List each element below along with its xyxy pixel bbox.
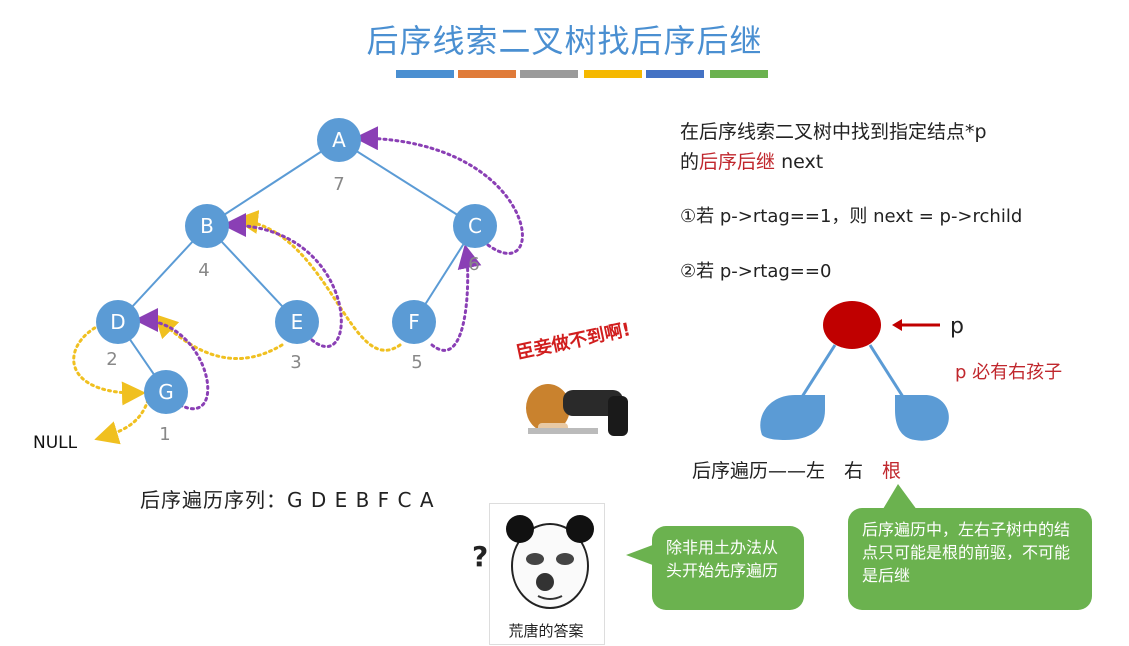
thread-g-left-null [94, 398, 150, 445]
null-label: NULL [33, 433, 78, 453]
thread-e-left-d [153, 313, 284, 360]
problem-description: 在后序线索二叉树中找到指定结点*p 的后序后继 next [680, 117, 1100, 177]
postorder-index-d: 2 [106, 349, 117, 370]
postorder-successor-highlight: 后序后继 [699, 151, 776, 173]
postorder-index-e: 3 [290, 352, 301, 373]
alternative-bubble: 除非用土办法从头开始先序遍历 [652, 526, 804, 610]
postorder-index-b: 4 [198, 260, 209, 281]
title-color-bar-segment [584, 70, 642, 78]
tree-node-f [392, 300, 436, 344]
tree-node-label-e: E [291, 310, 304, 334]
tree-node-label-d: D [110, 310, 125, 334]
rule-1: ①若 p->rtag==1，则 next = p->rchild [680, 206, 1023, 227]
p-has-right-child-note: p 必有右孩子 [955, 362, 1063, 383]
subtree-diagram [760, 301, 949, 441]
tree-edge-a-b [206, 139, 340, 227]
tree-edge-a-c [338, 139, 476, 227]
tree-node-b [185, 204, 229, 248]
tree-node-e [275, 300, 319, 344]
order-root: 根 [882, 460, 902, 482]
right-subtree-shape [895, 395, 949, 441]
description-line-1: 在后序线索二叉树中找到指定结点*p [680, 121, 987, 143]
panda-face-icon [506, 515, 594, 609]
postorder-sequence: 后序遍历序列：G D E B F C A [140, 488, 435, 512]
panda-meme-image [489, 503, 605, 645]
meme-caption: 荒唐的答案 [508, 622, 584, 640]
postorder-order-label: 后序遍历——左 右 根 [692, 456, 901, 483]
question-mark: ? [472, 540, 489, 573]
thread-f-right-c [430, 244, 482, 352]
postorder-index-c: 6 [468, 254, 479, 275]
title-color-bar-segment [458, 70, 516, 78]
rule-2: ②若 p->rtag==0 [680, 261, 832, 282]
tree-node-d [96, 300, 140, 344]
page-title: 后序线索二叉树找后序后继 [366, 22, 763, 60]
thread-e-right-b [222, 213, 343, 349]
thread-d-left-g [72, 323, 146, 406]
description-prefix: 的 [680, 151, 700, 173]
tree-node-c [453, 204, 497, 248]
postorder-index-a: 7 [333, 174, 344, 195]
title-color-bar-segment [646, 70, 704, 78]
right-bubble-tail [880, 484, 920, 514]
postorder-index-f: 5 [411, 352, 422, 373]
postorder-index-g: 1 [159, 424, 170, 445]
description-line-2: 的后序后继 next [680, 147, 1100, 177]
description-suffix: next [775, 151, 824, 173]
title-color-bar-segment [520, 70, 578, 78]
tree-node-label-b: B [200, 214, 214, 238]
title-color-bar-segment [710, 70, 768, 78]
tree-node-label-g: G [158, 380, 174, 404]
thread-f-left-b [234, 210, 402, 352]
kneeling-figure-icon [526, 384, 628, 436]
tree-node-label-c: C [468, 214, 482, 238]
tree-node-label-f: F [408, 310, 420, 334]
tree-node-g [144, 370, 188, 414]
threaded-binary-tree-diagram: A 7B 4 C 6D 2 E 3 F 5G 1 NULL [33, 118, 524, 453]
tree-node-label-a: A [332, 128, 346, 152]
thread-g-right-d [134, 308, 210, 411]
left-subtree-shape [760, 395, 825, 440]
tree-node-a [317, 118, 361, 162]
title-color-bar-segment [396, 70, 454, 78]
thread-c-right-a [354, 126, 524, 255]
left-bubble-tail [626, 543, 658, 567]
p-pointer-label: p [950, 314, 964, 339]
explanation-bubble: 后序遍历中，左右子树中的结点只可能是根的前驱，不可能是后继 [848, 508, 1092, 610]
kneeling-girl-sticker [508, 318, 648, 450]
node-p [823, 301, 881, 349]
order-left-right: 后序遍历——左 右 [692, 460, 883, 482]
